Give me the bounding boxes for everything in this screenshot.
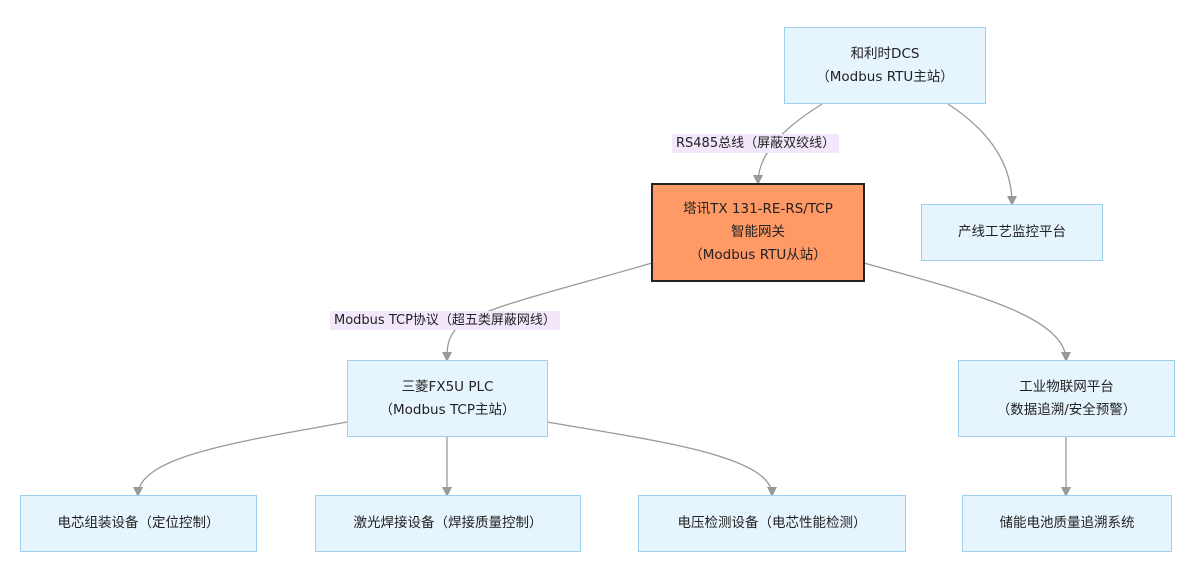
edge-plc-voltage-test [546,421,777,497]
edge-gateway-iiot [863,262,1071,362]
node-gateway-line-3: （Modbus RTU从站） [689,247,827,263]
edge-plc-cell-assembly [133,421,348,497]
node-voltage-test: 电压检测设备（电芯性能检测） [638,495,906,552]
node-gateway-line-1: 塔讯TX 131-RE-RS/TCP [683,201,833,217]
node-gateway-line-2: 智能网关 [731,224,785,240]
node-plc-line-2: （Modbus TCP主站） [379,401,516,418]
node-cell-assembly-line-1: 电芯组装设备（定位控制） [57,515,220,531]
edge-label-modbus-tcp: Modbus TCP协议（超五类屏蔽网线） [330,311,560,330]
node-dcs-line-2: （Modbus RTU主站） [816,68,954,85]
node-voltage-test-line-1: 电压检测设备（电芯性能检测） [677,515,867,531]
node-gateway: 塔讯TX 131-RE-RS/TCP 智能网关 （Modbus RTU从站） [651,183,865,282]
node-dcs: 和利时DCS （Modbus RTU主站） [784,27,986,104]
node-laser-welding-line-1: 激光焊接设备（焊接质量控制） [353,515,543,531]
node-laser-welding: 激光焊接设备（焊接质量控制） [315,495,581,552]
node-iiot: 工业物联网平台 （数据追溯/安全预警） [958,360,1175,437]
node-iiot-line-2: （数据追溯/安全预警） [996,401,1137,418]
node-cell-assembly: 电芯组装设备（定位控制） [20,495,257,552]
edge-dcs-line-monitor [947,103,1017,206]
node-battery-trace-line-1: 储能电池质量追溯系统 [999,515,1135,531]
node-line-monitor: 产线工艺监控平台 [921,204,1103,261]
node-dcs-line-1: 和利时DCS [850,45,920,62]
edge-label-rs485: RS485总线（屏蔽双绞线） [672,134,840,153]
node-plc: 三菱FX5U PLC （Modbus TCP主站） [347,360,548,437]
node-line-monitor-line-1: 产线工艺监控平台 [958,224,1066,240]
node-battery-trace: 储能电池质量追溯系统 [962,495,1172,552]
node-plc-line-1: 三菱FX5U PLC [401,378,494,395]
node-iiot-line-1: 工业物联网平台 [1019,378,1114,395]
